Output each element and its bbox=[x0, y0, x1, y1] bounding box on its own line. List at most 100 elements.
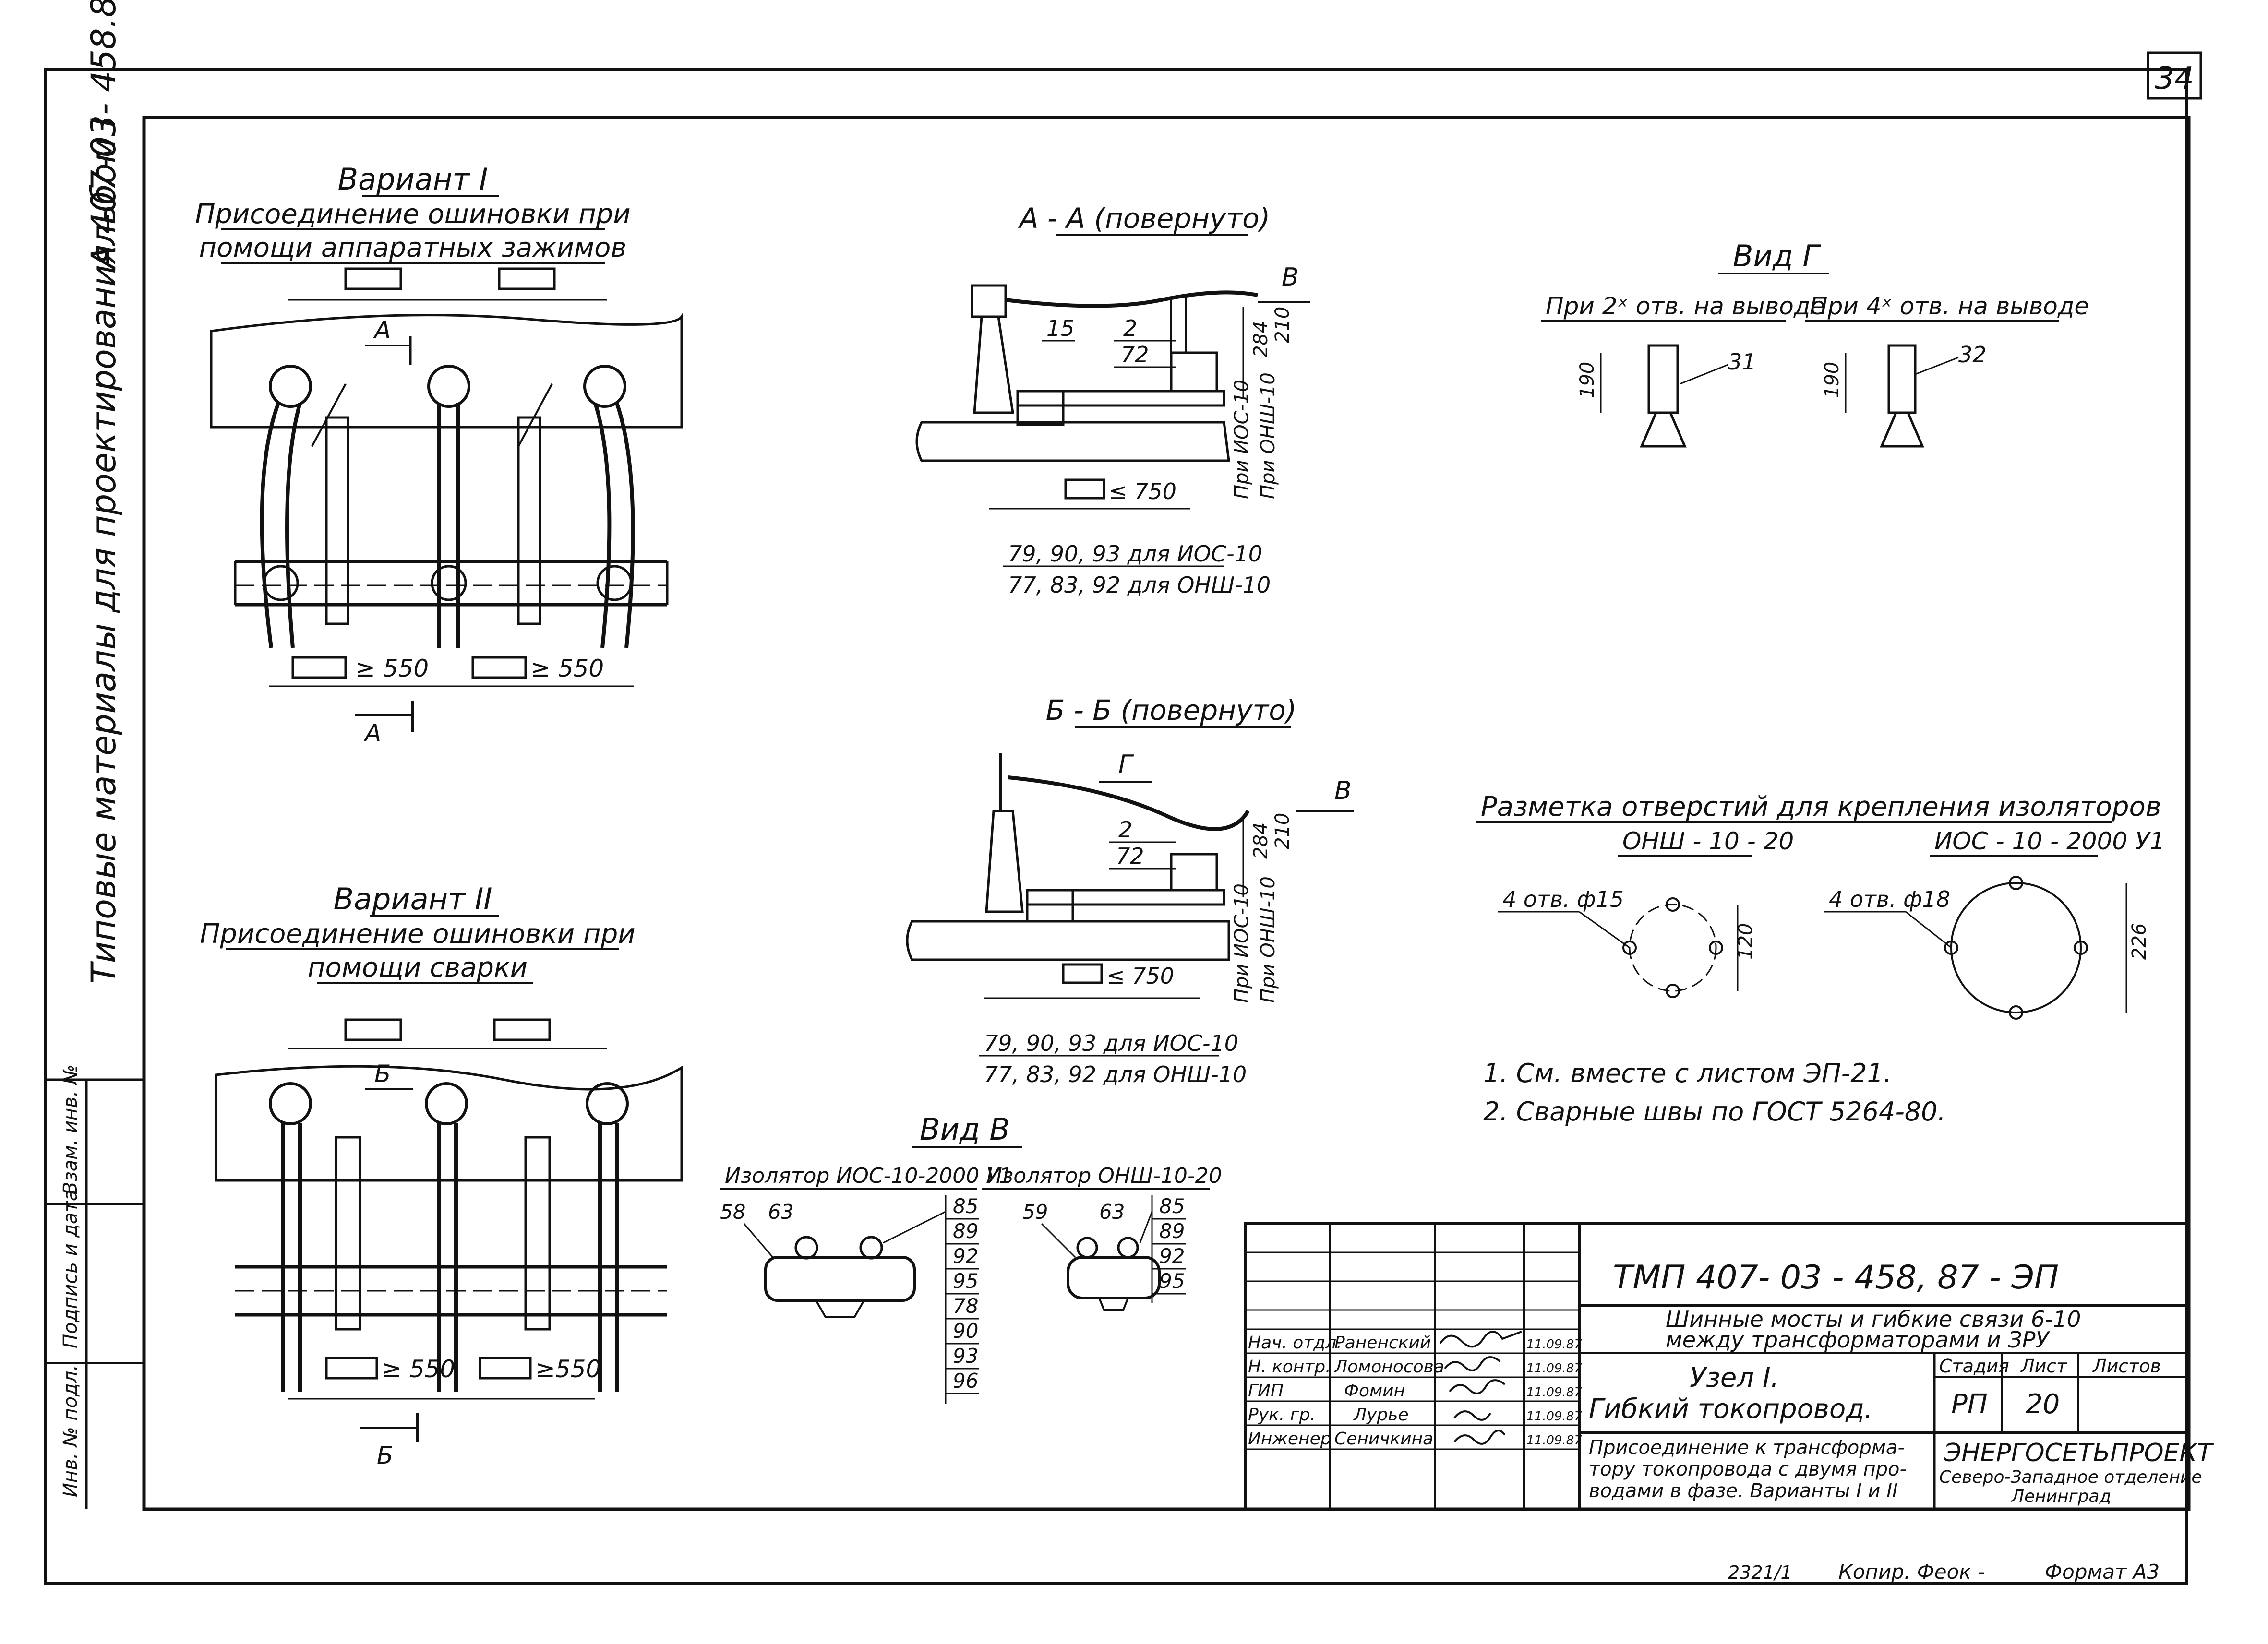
variant-2-section-marker-top: Б bbox=[374, 1060, 391, 1088]
section-bb-view-g: Г bbox=[1118, 750, 1134, 779]
section-bb-variant-2: При ОНШ-10 bbox=[1257, 876, 1279, 1003]
holes-right-name: ИОС - 10 - 2000 У1 bbox=[1934, 827, 2165, 855]
title-code: ТМП 407- 03 - 458, 87 - ЭП bbox=[1613, 1259, 2059, 1297]
variant-2-dim-1: ≥ 550 bbox=[382, 1355, 455, 1383]
view-v-left-list-1: 89 bbox=[953, 1219, 978, 1243]
view-v-left-list-2: 92 bbox=[953, 1244, 978, 1268]
section-bb-dim-284: 284 bbox=[1250, 822, 1272, 859]
view-v-left-part-63: 63 bbox=[768, 1200, 793, 1224]
view-v-left-part-58: 58 bbox=[720, 1200, 745, 1224]
view-v-right-list-0: 85 bbox=[1159, 1194, 1185, 1218]
section-bb-dim-210: 210 bbox=[1272, 813, 1294, 849]
variant-1-dim-2: ≥ 550 bbox=[530, 655, 604, 682]
transformer-wall bbox=[210, 312, 683, 429]
staff-name-1: Ломоносова bbox=[1333, 1357, 1444, 1377]
staff-date-4: 11.09.87 bbox=[1526, 1433, 1582, 1448]
view-v-left-list-7: 96 bbox=[953, 1369, 978, 1393]
variant-1-dim-1: ≥ 550 bbox=[355, 655, 429, 682]
section-aa-dim-284: 284 bbox=[1250, 321, 1272, 357]
section-bb-group: Б - Б (повернуто) Г В 2 72 284 210 При И… bbox=[906, 694, 1354, 1087]
section-bb-dim-750: ≤ 750 bbox=[1106, 963, 1174, 989]
footer-copied: Копир. Феок - bbox=[1838, 1560, 1985, 1584]
section-aa-dim-210: 210 bbox=[1272, 307, 1294, 343]
view-v-left-label: Изолятор ИОС-10-2000 У1 bbox=[725, 1164, 1012, 1188]
title-node-1: Узел I. bbox=[1690, 1362, 1779, 1394]
staff-date-3: 11.09.87 bbox=[1526, 1409, 1582, 1424]
signature-0 bbox=[1439, 1331, 1522, 1348]
title-desc-2: тору токопровода с двумя про- bbox=[1589, 1458, 1907, 1480]
staff-date-2: 11.09.87 bbox=[1526, 1385, 1582, 1400]
signature-3 bbox=[1453, 1410, 1491, 1421]
view-g-group: Вид Г При 2ˣ отв. на выводе При 4ˣ отв. … bbox=[1541, 238, 2089, 448]
outer-frame bbox=[44, 68, 2188, 1585]
staff-role-4: Инженер bbox=[1248, 1429, 1332, 1449]
view-v-right-part-63: 63 bbox=[1099, 1200, 1125, 1224]
variant-2-subtitle-1: Присоединение ошиновки при bbox=[200, 918, 635, 950]
variant-1-section-marker-top: А bbox=[373, 316, 391, 344]
section-aa-variant-1: При ИОС-10 bbox=[1231, 380, 1253, 499]
staff-name-0: Раненский bbox=[1334, 1333, 1431, 1353]
section-bb-variant-1: При ИОС-10 bbox=[1231, 883, 1253, 1003]
section-bb-note-2: 77, 83, 92 для ОНШ-10 bbox=[984, 1061, 1247, 1087]
variant-2-dim-2: ≥550 bbox=[535, 1355, 601, 1383]
insulator-onsh-drawing bbox=[1067, 1256, 1161, 1299]
view-g-title: Вид Г bbox=[1733, 238, 1821, 274]
signature-2 bbox=[1449, 1379, 1506, 1394]
album-label: Альбом I bbox=[84, 117, 123, 271]
title-desc-1: Присоединение к трансформа- bbox=[1589, 1437, 1905, 1459]
footer-format: Формат А3 bbox=[2045, 1560, 2160, 1584]
variant-1-group: Вариант I Присоединение ошиновки при пом… bbox=[195, 162, 683, 747]
staff-role-1: Н. контр. bbox=[1248, 1357, 1331, 1377]
title-org-3: Ленинград bbox=[2010, 1487, 2111, 1506]
title-col-sheets: Листов bbox=[2092, 1356, 2161, 1377]
title-col-stage: Стадия bbox=[1939, 1356, 2009, 1377]
staff-date-0: 11.09.87 bbox=[1526, 1337, 1582, 1352]
view-v-title: Вид В bbox=[920, 1112, 1010, 1147]
view-g-label-right: При 4ˣ отв. на выводе bbox=[1810, 292, 2089, 320]
staff-role-2: ГИП bbox=[1248, 1381, 1284, 1401]
side-field-inventory: Инв. № подл. bbox=[60, 1365, 82, 1497]
section-bb-label-2: 2 bbox=[1118, 817, 1132, 843]
view-g-dim-left: 190 bbox=[1576, 362, 1598, 398]
view-v-left-list-0: 85 bbox=[953, 1194, 978, 1218]
section-aa-label-15: 15 bbox=[1046, 315, 1075, 341]
holes-left-dim: 120 bbox=[1735, 923, 1757, 960]
section-bb-note-1: 79, 90, 93 для ИОС-10 bbox=[984, 1030, 1238, 1056]
signature-4 bbox=[1453, 1430, 1506, 1445]
view-v-left-list-4: 78 bbox=[953, 1294, 978, 1318]
section-aa-note-2: 77, 83, 92 для ОНШ-10 bbox=[1008, 572, 1271, 598]
view-v-right-list-3: 95 bbox=[1159, 1269, 1185, 1293]
view-v-group: Вид В Изолятор ИОС-10-2000 У1 Изолятор О… bbox=[720, 1112, 1222, 1404]
section-aa-title: А - А (повернуто) bbox=[1018, 202, 1270, 235]
view-g-label-left: При 2ˣ отв. на выводе bbox=[1546, 292, 1825, 320]
view-v-left-list-3: 95 bbox=[953, 1269, 978, 1293]
variant-1-subtitle-2: помощи аппаратных зажимов bbox=[199, 232, 627, 263]
staff-name-4: Сеничкина bbox=[1334, 1429, 1433, 1449]
holes-group: Разметка отверстий для крепления изолято… bbox=[1476, 791, 2165, 1020]
note-2: 2. Сварные швы по ГОСТ 5264-80. bbox=[1483, 1096, 1946, 1127]
section-aa-dim-750: ≤ 750 bbox=[1109, 478, 1176, 504]
staff-role-0: Нач. отдл. bbox=[1248, 1333, 1342, 1353]
section-aa-note-1: 79, 90, 93 для ИОС-10 bbox=[1008, 541, 1262, 567]
section-aa-label-72: 72 bbox=[1121, 342, 1149, 368]
page-number-box bbox=[2147, 51, 2202, 100]
variant-2-subtitle-2: помощи сварки bbox=[308, 952, 528, 983]
view-g-dim-right: 190 bbox=[1821, 362, 1843, 398]
title-org-2: Северо-Западное отделение bbox=[1939, 1467, 2202, 1487]
section-bb-title: Б - Б (повернуто) bbox=[1046, 694, 1297, 727]
holes-right-dim: 226 bbox=[2128, 923, 2150, 960]
variant-1-title: Вариант I bbox=[338, 162, 488, 197]
staff-name-2: Фомин bbox=[1344, 1381, 1405, 1401]
title-project-2: между трансформаторами и ЗРУ bbox=[1666, 1327, 2051, 1353]
holes-left-count: 4 отв. ф15 bbox=[1502, 886, 1624, 912]
variant-2-section-marker-bottom: Б bbox=[377, 1441, 393, 1469]
note-1: 1. См. вместе с листом ЭП-21. bbox=[1483, 1058, 1892, 1088]
view-v-left-list-5: 90 bbox=[953, 1319, 978, 1343]
signature-1 bbox=[1444, 1356, 1501, 1371]
view-v-right-list-2: 92 bbox=[1159, 1244, 1185, 1268]
title-stage: РП bbox=[1951, 1389, 1988, 1420]
section-aa-view-arrow: В bbox=[1282, 263, 1299, 292]
staff-date-1: 11.09.87 bbox=[1526, 1361, 1582, 1376]
